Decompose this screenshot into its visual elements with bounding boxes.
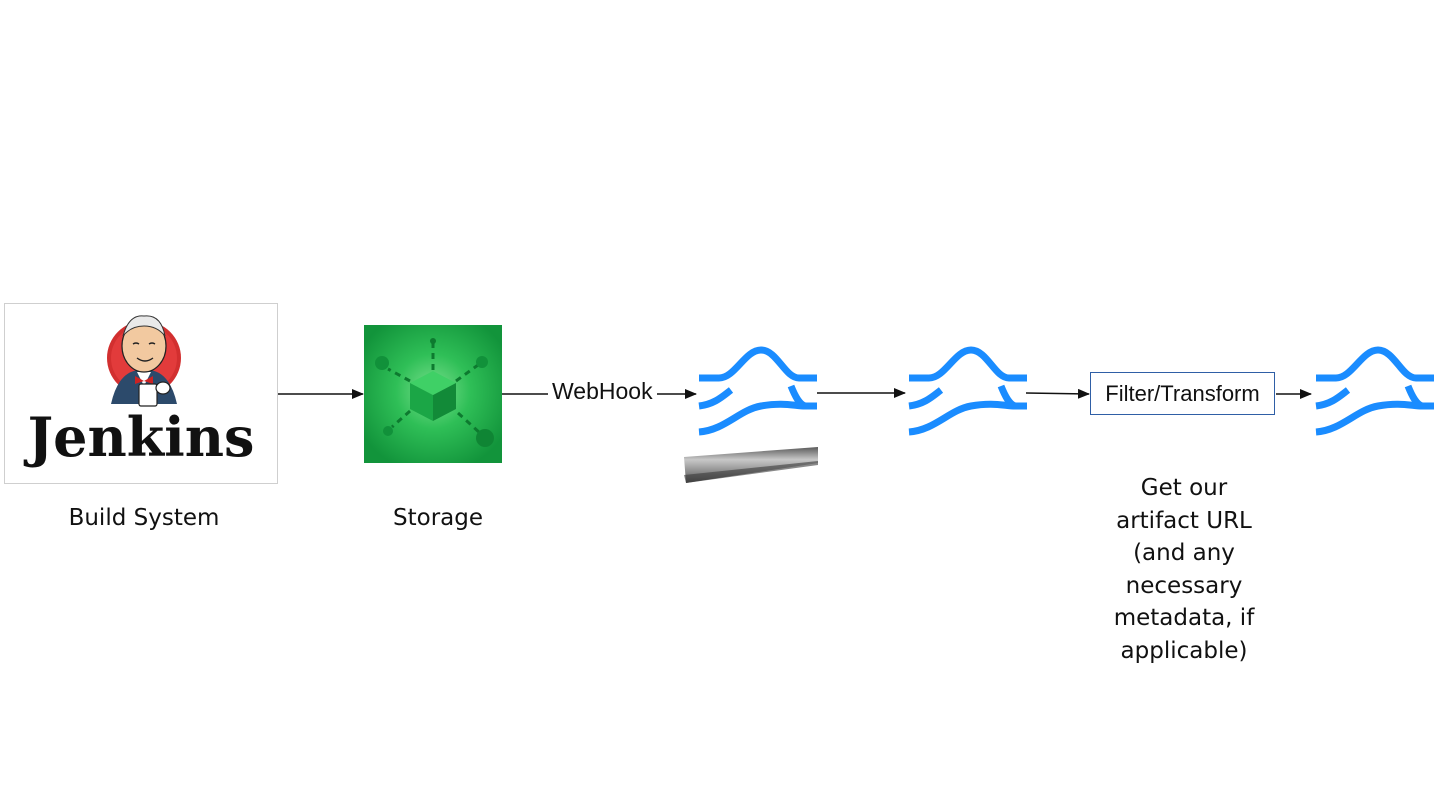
webhook-label: WebHook	[548, 378, 657, 405]
rail-icon	[684, 447, 818, 483]
stream-icon	[908, 346, 1027, 436]
build-system-caption: Build System	[68, 505, 220, 531]
jenkins-butler-icon	[107, 315, 181, 407]
storage-cube-icon	[364, 325, 502, 463]
jenkins-logo: Jenkins	[4, 303, 278, 484]
filter-note: Get our artifact URL (and any necessary …	[1113, 475, 1255, 664]
jenkins-wordmark: Jenkins	[27, 405, 255, 469]
stream-icon	[698, 346, 817, 436]
arrow-stream2-to-filter	[1025, 388, 1090, 399]
storage-caption: Storage	[393, 505, 483, 531]
storage-node	[364, 325, 502, 463]
stream-icon	[1315, 346, 1434, 436]
filter-transform-box: Filter/Transform	[1090, 372, 1275, 415]
